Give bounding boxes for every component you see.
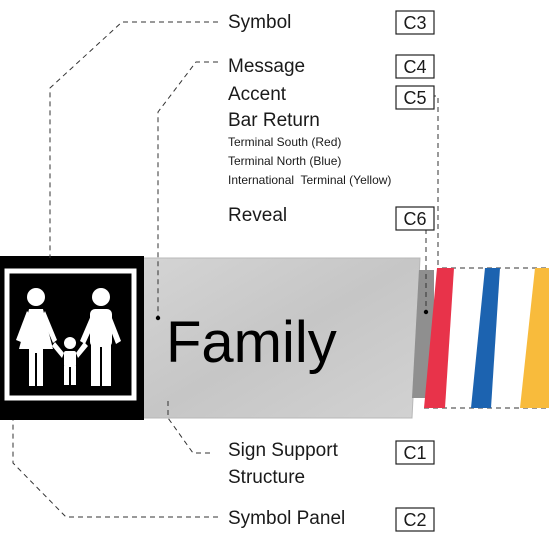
leader-symbol	[49, 21, 218, 258]
leader-message	[157, 61, 218, 318]
sign-message-text: Family	[166, 310, 337, 375]
label-bar-return: Bar Return	[228, 110, 320, 131]
accent-bar-red	[424, 268, 454, 408]
label-terminal-south: Terminal South (Red)	[228, 135, 341, 149]
code-box-accent: C5	[395, 85, 435, 110]
code-symbol-panel: C2	[403, 510, 426, 530]
code-box-message: C4	[395, 54, 435, 79]
symbol-panel-inner-border	[4, 268, 137, 401]
label-accent: Accent	[228, 84, 287, 105]
leader-symbol-panel	[12, 420, 218, 518]
label-sign-support-line1: Sign Support	[228, 440, 339, 461]
code-box-sign-support: C1	[395, 440, 435, 465]
code-message: C4	[403, 57, 426, 77]
code-symbol: C3	[403, 13, 426, 33]
code-accent: C5	[403, 88, 426, 108]
code-reveal: C6	[403, 209, 426, 229]
leader-dot-reveal	[423, 309, 429, 315]
code-sign-support: C1	[403, 443, 426, 463]
code-box-symbol: C3	[395, 10, 435, 35]
code-box-reveal: C6	[395, 206, 435, 231]
leader-dot-message	[155, 315, 161, 321]
label-sign-support-line2: Structure	[228, 467, 305, 488]
label-message: Message	[228, 56, 305, 77]
label-symbol-panel: Symbol Panel	[228, 508, 345, 529]
label-terminal-north: Terminal North (Blue)	[228, 154, 341, 168]
family-pictogram-icon	[16, 288, 121, 386]
leader-sign-support	[167, 400, 210, 454]
accent-bar-yellow	[520, 268, 549, 408]
label-symbol: Symbol	[228, 12, 291, 33]
code-box-symbol-panel: C2	[395, 507, 435, 532]
leader-accent	[431, 95, 439, 268]
label-international-terminal: International Terminal (Yellow)	[228, 173, 391, 187]
accent-bar-blue	[471, 268, 500, 408]
label-reveal: Reveal	[228, 205, 287, 226]
